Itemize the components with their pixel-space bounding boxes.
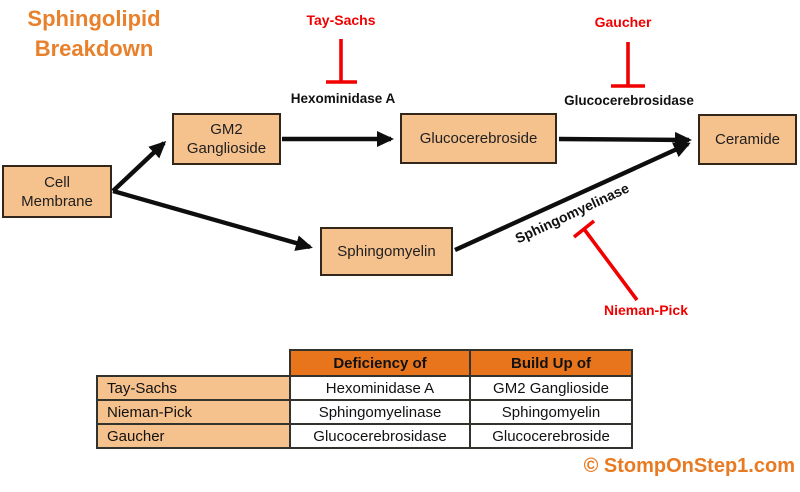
table-row-gaucher: Gaucher Glucocerebrosidase Glucocerebros…: [96, 423, 633, 449]
node-cell-membrane-label: Cell Membrane: [21, 173, 93, 210]
disease-label-nieman-pick: Nieman-Pick: [603, 302, 689, 318]
node-glucocerebroside: Glucocerebroside: [400, 113, 557, 164]
table-cell-buildup: Glucocerebroside: [469, 423, 633, 449]
tay-sachs-inhibitor-tee-icon: [326, 39, 357, 84]
table-header-row: Deficiency of Build Up of: [97, 349, 633, 377]
table-cell-buildup: GM2 Ganglioside: [469, 375, 633, 401]
enzyme-label-glucocerebrosidase: Glucocerebrosidase: [564, 93, 694, 108]
disease-label-gaucher: Gaucher: [594, 14, 652, 30]
node-gm2-ganglioside: GM2 Ganglioside: [172, 113, 281, 165]
table-cell-deficiency: Glucocerebrosidase: [289, 423, 471, 449]
page-title-line2: Breakdown: [34, 36, 154, 61]
gaucher-inhibitor-tee-icon: [611, 42, 645, 88]
table-cell-buildup: Sphingomyelin: [469, 399, 633, 425]
copyright-watermark: © StompOnStep1.com: [583, 455, 795, 477]
page-title: Sphingolipid Breakdown: [16, 4, 172, 64]
node-ceramide-label: Ceramide: [714, 131, 781, 148]
disease-label-tay-sachs: Tay-Sachs: [306, 12, 376, 28]
node-glucocerebroside-label: Glucocerebroside: [419, 130, 538, 147]
arrow-glucocerebroside-to-ceramide: [558, 131, 692, 148]
table-header-deficiency: Deficiency of: [289, 349, 471, 377]
table-cell-disease: Nieman-Pick: [96, 399, 291, 425]
deficiency-buildup-table: Deficiency of Build Up of Tay-Sachs Hexo…: [96, 349, 633, 449]
arrow-cellmembrane-to-sphingomyelin: [112, 188, 313, 251]
arrow-sphingomyelin-to-ceramide: [454, 141, 691, 253]
table-corner-blank: [97, 350, 290, 376]
node-sphingomyelin: Sphingomyelin: [320, 227, 453, 276]
page-title-line1: Sphingolipid: [27, 6, 161, 31]
table-row-nieman-pick: Nieman-Pick Sphingomyelinase Sphingomyel…: [96, 399, 633, 425]
node-sphingomyelin-label: Sphingomyelin: [337, 243, 436, 260]
enzyme-label-hexominidase-a: Hexominidase A: [290, 91, 396, 106]
nieman-pick-inhibitor-tee-icon: [572, 219, 639, 302]
table-row-tay-sachs: Tay-Sachs Hexominidase A GM2 Ganglioside: [96, 375, 633, 401]
node-gm2-ganglioside-label: GM2 Ganglioside: [186, 121, 267, 157]
table-cell-disease: Gaucher: [96, 423, 291, 449]
table-cell-disease: Tay-Sachs: [96, 375, 291, 401]
arrow-cellmembrane-to-gm2: [111, 140, 167, 193]
table-cell-deficiency: Hexominidase A: [289, 375, 471, 401]
table-cell-deficiency: Sphingomyelinase: [289, 399, 471, 425]
node-ceramide: Ceramide: [698, 114, 797, 165]
node-cell-membrane: Cell Membrane: [2, 165, 112, 218]
table-header-buildup: Build Up of: [469, 349, 633, 377]
